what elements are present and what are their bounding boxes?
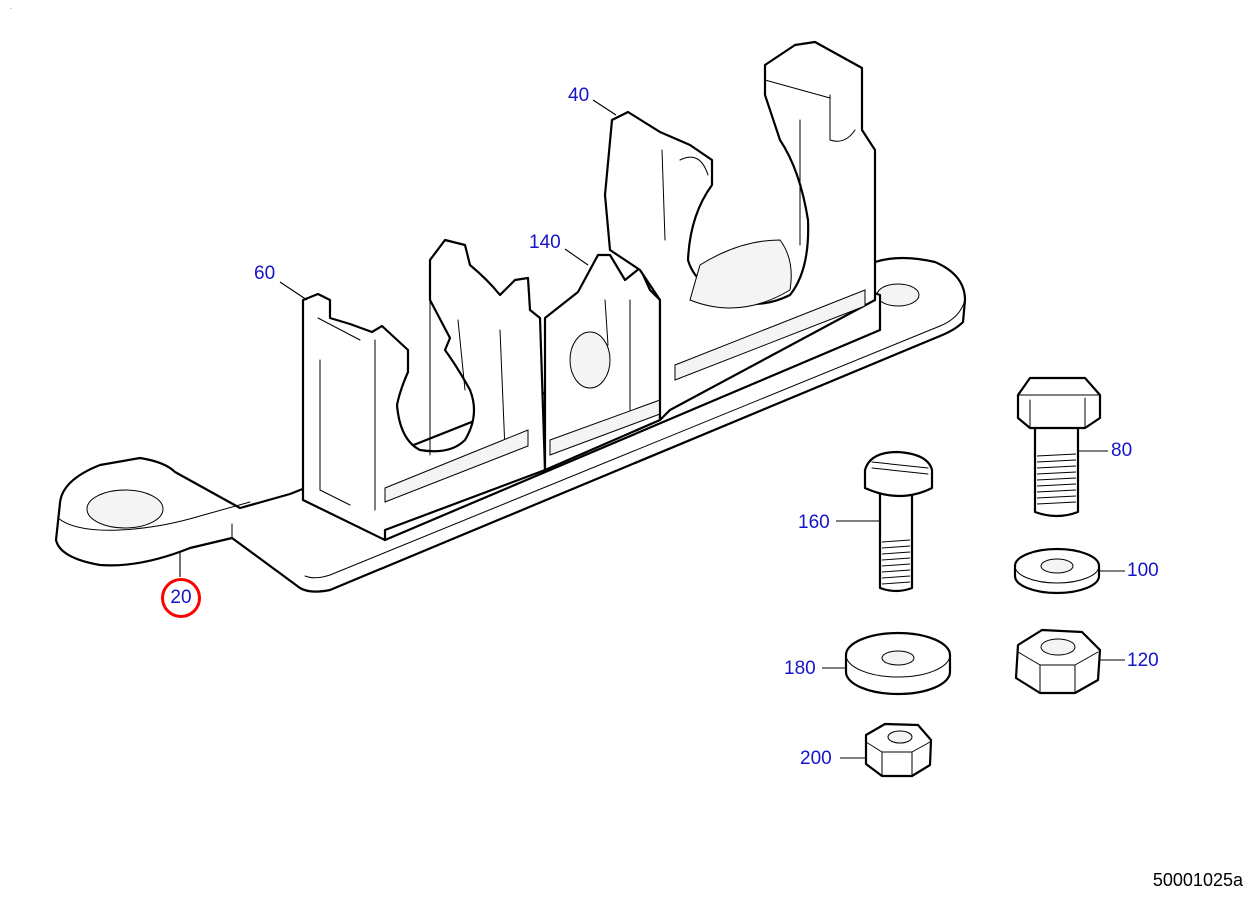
left-mounting-hole — [86, 489, 164, 529]
callout-140[interactable]: 140 — [529, 232, 561, 253]
callout-20[interactable]: 20 — [161, 578, 201, 618]
callout-60[interactable]: 60 — [254, 263, 276, 284]
leader-lines — [179, 99, 1125, 759]
callout-180[interactable]: 180 — [784, 658, 816, 679]
slotted-screw-drawing — [863, 450, 934, 593]
hex-nut-200-drawing — [864, 722, 933, 778]
callout-100[interactable]: 100 — [1127, 560, 1159, 581]
washer-100-drawing — [1013, 547, 1101, 595]
hex-bolt-drawing — [1016, 376, 1102, 518]
callout-160[interactable]: 160 — [798, 512, 830, 533]
hex-nut-120-drawing — [1014, 628, 1102, 695]
clamp-bracket-drawing — [54, 40, 967, 593]
small-clamp-body — [301, 238, 547, 542]
callout-80[interactable]: 80 — [1111, 440, 1133, 461]
callout-120[interactable]: 120 — [1127, 650, 1159, 671]
drawing-number: 50001025a — [1152, 870, 1243, 890]
callout-40[interactable]: 40 — [568, 85, 590, 106]
callout-200[interactable]: 200 — [800, 748, 832, 769]
corner-mark: · — [10, 6, 12, 12]
right-mounting-hole — [876, 283, 920, 307]
leader-40 — [592, 99, 617, 116]
leader-60 — [279, 281, 308, 301]
washer-180-drawing — [844, 631, 952, 696]
leader-140 — [564, 248, 589, 266]
